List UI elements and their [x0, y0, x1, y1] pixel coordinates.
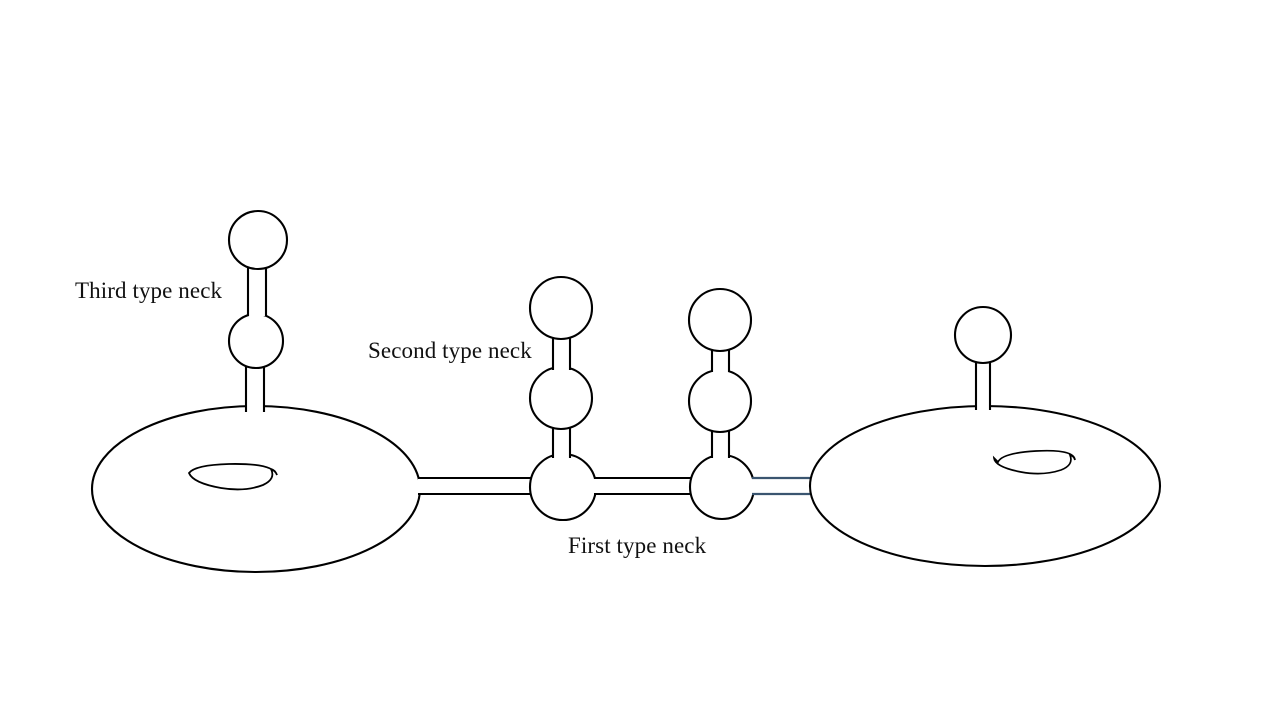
left-torus-outline[interactable]	[90, 404, 422, 574]
third-column-lower-tube	[710, 430, 731, 458]
left-horizontal-tube	[418, 476, 534, 496]
second-neck-lower-tube	[551, 426, 572, 458]
left-neck-upper-tube	[246, 266, 268, 316]
left-neck-lower-tube	[244, 366, 266, 412]
third-column-upper-tube	[710, 348, 731, 372]
left-neck-top-sphere[interactable]	[227, 209, 289, 271]
left-neck-middle-sphere[interactable]	[227, 312, 285, 370]
second-type-neck-group[interactable]	[528, 275, 598, 522]
third-column-middle-sphere[interactable]	[687, 368, 753, 434]
label-second-type-neck: Second type neck	[368, 338, 532, 363]
third-type-neck-group[interactable]	[227, 209, 289, 412]
second-neck-middle-sphere[interactable]	[528, 365, 594, 431]
third-column-base-sphere[interactable]	[688, 453, 756, 521]
right-torus-outline[interactable]	[808, 404, 1162, 568]
right-torus-neck-group[interactable]	[953, 305, 1013, 410]
label-third-type-neck: Third type neck	[75, 278, 223, 303]
third-column-top-sphere[interactable]	[687, 287, 753, 353]
right-horizontal-tube	[752, 476, 815, 496]
right-torus-handle-hole	[992, 449, 1076, 475]
label-first-type-neck: First type neck	[568, 533, 707, 558]
left-torus-handle-hole	[187, 463, 278, 491]
left-torus-group[interactable]	[90, 404, 422, 574]
third-column-neck-group[interactable]	[687, 287, 756, 521]
second-neck-base-sphere[interactable]	[528, 452, 598, 522]
right-torus-group[interactable]	[808, 404, 1162, 568]
right-torus-sphere[interactable]	[953, 305, 1013, 365]
second-neck-top-sphere[interactable]	[528, 275, 594, 341]
second-neck-upper-tube	[551, 336, 572, 370]
right-torus-stem-tube	[974, 362, 992, 410]
center-horizontal-tube	[594, 476, 693, 496]
